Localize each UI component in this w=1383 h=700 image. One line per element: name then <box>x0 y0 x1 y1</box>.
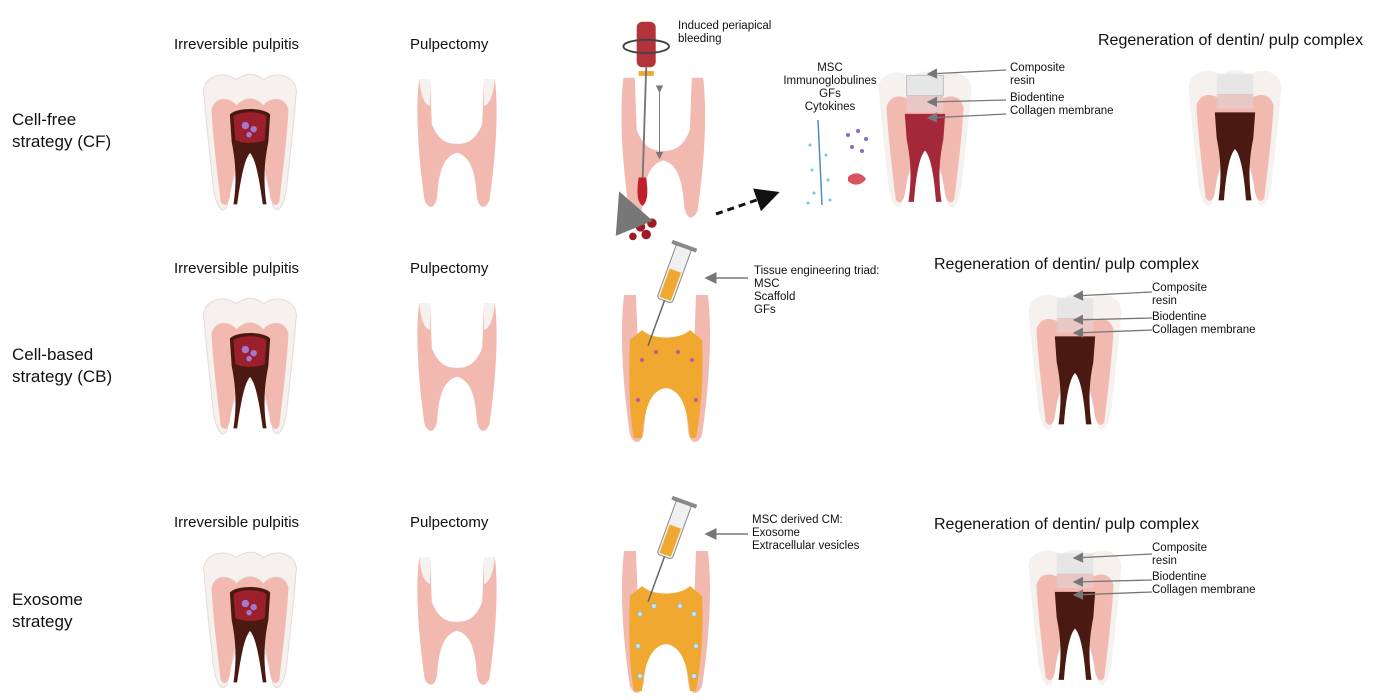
file-handle-icon <box>637 22 656 68</box>
row-1-label: Cell-free strategy (CF) <box>12 109 111 153</box>
triad-gfs: GFs <box>754 304 880 317</box>
row-3-label-line-1: Exosome <box>12 589 83 611</box>
row-3-label-line-2: strategy <box>12 611 83 633</box>
factor-particles-icon <box>800 115 880 210</box>
bleeding-up-arrow <box>615 190 635 220</box>
row-3-pulpitis-heading: Irreversible pulpitis <box>174 514 299 531</box>
cb-layer-labels: Composite resin Biodentine Collagen memb… <box>1152 282 1256 337</box>
cb-layer-composite: Composite <box>1152 282 1256 295</box>
cf-layer-collagen: Collagen membrane <box>1010 105 1114 118</box>
row-3-pulpectomy-heading: Pulpectomy <box>410 514 488 531</box>
exosome-note-vesicles: Extracellular vesicles <box>752 540 859 553</box>
exosome-note-title: MSC derived CM: <box>752 514 859 527</box>
exosome-note-exosome: Exosome <box>752 527 859 540</box>
pulpitis-tooth-row-1 <box>195 62 305 222</box>
cf-layer-arrows <box>920 62 1010 122</box>
cf-layer-resin: resin <box>1010 75 1114 88</box>
row-3-regeneration-heading: Regeneration of dentin/ pulp complex <box>934 516 1199 534</box>
row-3-label: Exosome strategy <box>12 589 83 633</box>
bleeding-note-line-1: Induced periapical <box>678 20 771 33</box>
row-1-pulpitis-heading: Irreversible pulpitis <box>174 36 299 53</box>
cb-note-arrow <box>700 270 750 286</box>
cf-regenerated-tooth <box>1180 58 1290 218</box>
exosome-layer-arrows <box>1066 548 1156 598</box>
cb-layer-collagen: Collagen membrane <box>1152 324 1256 337</box>
row-2-pulpitis-heading: Irreversible pulpitis <box>174 260 299 277</box>
row-2-label-line-1: Cell-based <box>12 344 112 366</box>
cb-layer-arrows <box>1066 286 1156 336</box>
row-2-label: Cell-based strategy (CB) <box>12 344 112 388</box>
bleeding-note: Induced periapical bleeding <box>678 20 771 46</box>
pulpitis-tooth-row-3 <box>195 540 305 700</box>
row-1-pulpectomy-heading: Pulpectomy <box>410 36 488 53</box>
row-2-pulpectomy-heading: Pulpectomy <box>410 260 488 277</box>
row-2-regeneration-heading: Regeneration of dentin/ pulp complex <box>934 256 1199 274</box>
pulpitis-tooth-row-2 <box>195 286 305 446</box>
bleeding-note-line-2: bleeding <box>678 33 771 46</box>
cb-injection-tooth <box>612 240 712 450</box>
exosome-injection-tooth <box>612 496 712 696</box>
exosome-note-arrow <box>700 526 750 542</box>
exosome-layer-biodentine: Biodentine <box>1152 571 1256 584</box>
cb-triad-note: Tissue engineering triad: MSC Scaffold G… <box>754 265 880 317</box>
dashed-progress-arrow <box>712 188 782 218</box>
triad-scaffold: Scaffold <box>754 291 880 304</box>
row-1-label-line-1: Cell-free <box>12 109 111 131</box>
row-1-label-line-2: strategy (CF) <box>12 131 111 153</box>
exosome-layer-collagen: Collagen membrane <box>1152 584 1256 597</box>
pulpectomy-tooth-row-1 <box>412 62 502 222</box>
cf-layer-labels: Composite resin Biodentine Collagen memb… <box>1010 62 1114 118</box>
exosome-note: MSC derived CM: Exosome Extracellular ve… <box>752 514 859 553</box>
cf-layer-composite: Composite <box>1010 62 1114 75</box>
exosome-layer-resin: resin <box>1152 555 1256 568</box>
pulpectomy-tooth-row-3 <box>412 540 502 700</box>
triad-msc: MSC <box>754 278 880 291</box>
exosome-layer-composite: Composite <box>1152 542 1256 555</box>
row-2-label-line-2: strategy (CB) <box>12 366 112 388</box>
pulpectomy-tooth-row-2 <box>412 286 502 446</box>
cf-layer-biodentine: Biodentine <box>1010 92 1114 105</box>
triad-title: Tissue engineering triad: <box>754 265 880 278</box>
row-1-regeneration-heading: Regeneration of dentin/ pulp complex <box>1098 32 1363 50</box>
cb-layer-biodentine: Biodentine <box>1152 311 1256 324</box>
exosome-layer-labels: Composite resin Biodentine Collagen memb… <box>1152 542 1256 597</box>
cb-layer-resin: resin <box>1152 295 1256 308</box>
